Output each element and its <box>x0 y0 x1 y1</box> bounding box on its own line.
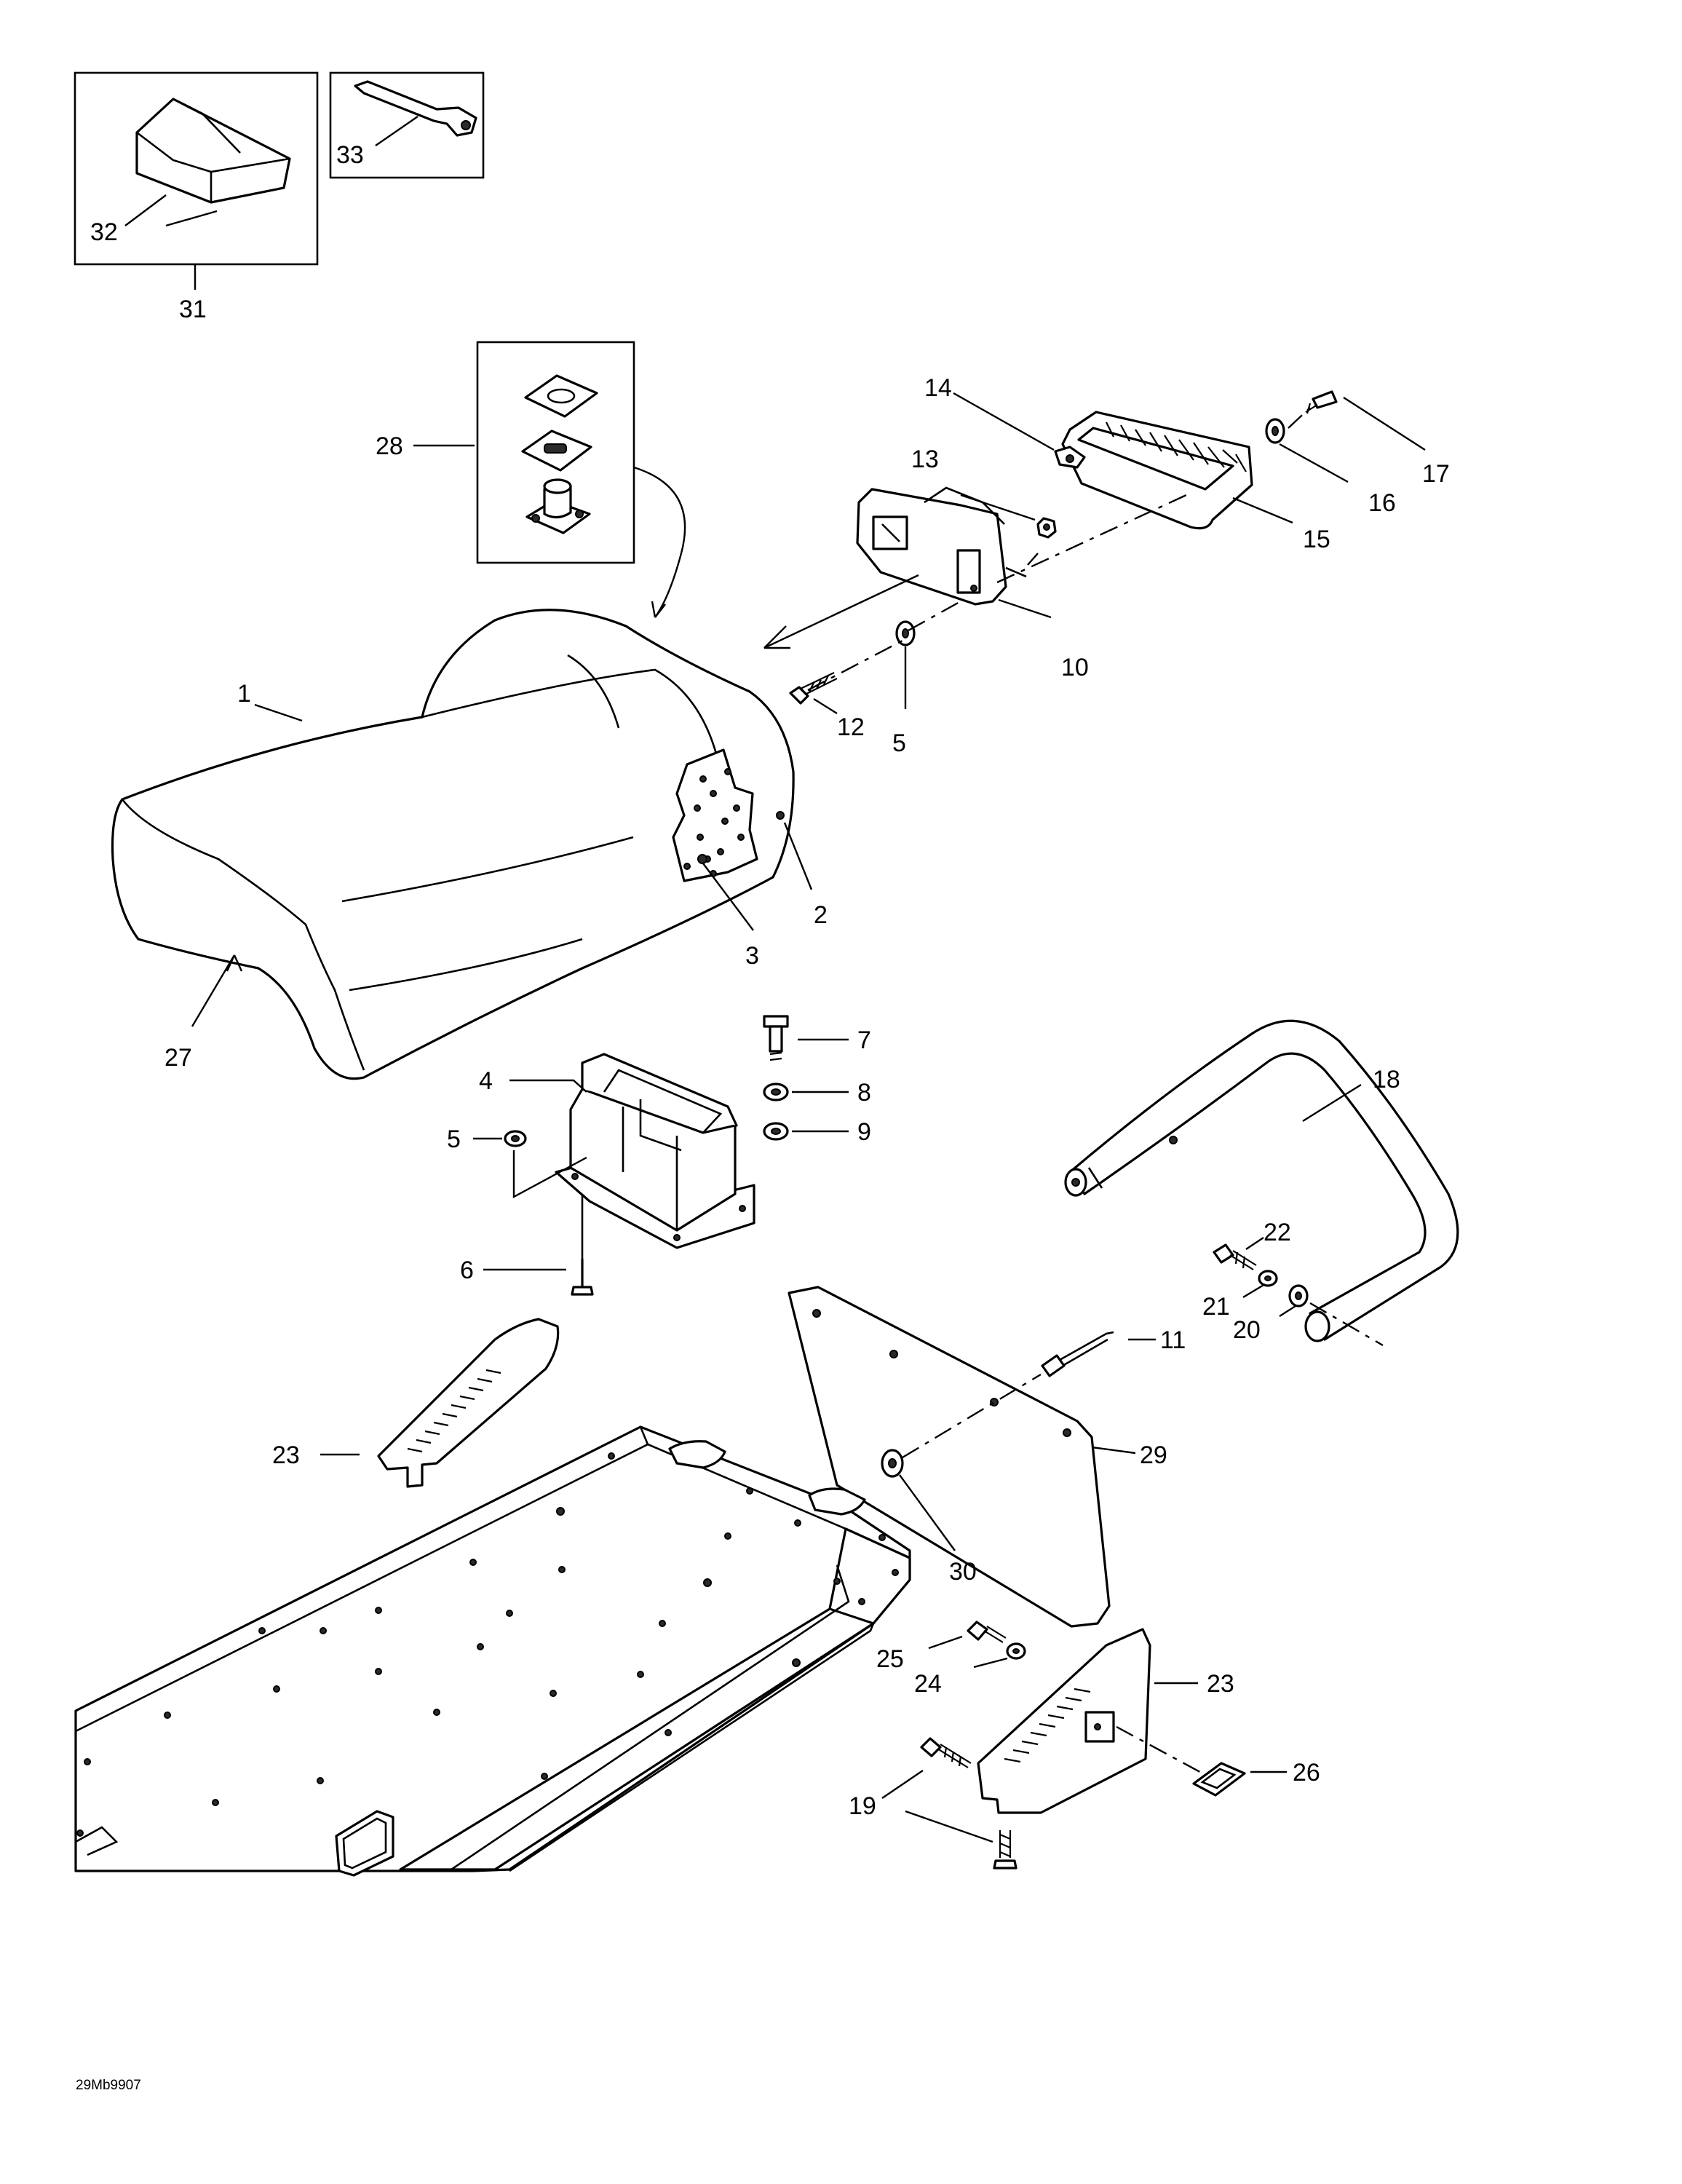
callout-23-left: 23 <box>272 1441 300 1469</box>
washer-part-16 <box>1265 418 1285 444</box>
callout-29: 29 <box>1140 1441 1167 1469</box>
side-cap-part-23-right <box>977 1628 1198 1814</box>
callout-7: 7 <box>857 1026 871 1054</box>
bolt-part-6 <box>571 1258 594 1296</box>
wrench-part-33 <box>354 80 477 137</box>
callout-20: 20 <box>1233 1316 1261 1344</box>
gasket-part-26 <box>1116 1725 1287 1797</box>
callout-22: 22 <box>1264 1219 1291 1246</box>
lens-texture <box>1106 422 1247 472</box>
screw-part-12 <box>789 672 838 705</box>
taillight-hardware <box>763 390 1426 715</box>
screw-part-17 <box>1305 390 1338 414</box>
callout-11: 11 <box>1160 1326 1186 1354</box>
seat-cover-kit-box <box>74 71 319 290</box>
callout-2: 2 <box>814 901 828 929</box>
callout-15: 15 <box>1303 526 1330 553</box>
bolt-part-22 <box>1213 1243 1257 1270</box>
callout-28: 28 <box>376 432 403 460</box>
cap-vents-right <box>1004 1688 1091 1763</box>
callout-18: 18 <box>1373 1066 1400 1093</box>
callout-25: 25 <box>876 1645 904 1673</box>
callout-8: 8 <box>857 1079 871 1107</box>
washer-part-20 <box>1288 1284 1309 1307</box>
taillight-lens-part-15 <box>1061 411 1253 530</box>
washer-part-24 <box>1006 1642 1026 1660</box>
cap-vents-left <box>407 1369 501 1453</box>
seat-bumper-kit-box <box>413 341 686 618</box>
callout-1: 1 <box>237 680 251 708</box>
nut-part-13 <box>1036 517 1057 539</box>
washer-part-5-upper <box>895 620 916 646</box>
box-part-4 <box>509 1053 755 1249</box>
callout-10: 10 <box>1061 654 1089 681</box>
seat-holes <box>683 768 745 877</box>
callout-labels: 32 31 33 28 14 13 17 16 15 10 12 5 1 2 3… <box>90 141 1450 1820</box>
bolt-part-7 <box>763 1015 789 1061</box>
grab-handle-part-18 <box>1064 1019 1459 1342</box>
screw-part-19-lower <box>993 1830 1017 1870</box>
screws-19-24-25 <box>881 1621 1026 1870</box>
bulb-socket-part-14 <box>1054 446 1086 469</box>
callout-5-lower: 5 <box>447 1125 461 1153</box>
callout-3: 3 <box>745 942 759 970</box>
callout-5-upper: 5 <box>892 729 906 757</box>
screw-part-25 <box>967 1621 1007 1643</box>
washer-part-21 <box>1258 1270 1278 1287</box>
tunnel <box>74 1425 911 1877</box>
callout-19: 19 <box>849 1792 876 1820</box>
seat-part-1 <box>111 609 813 1080</box>
callout-32: 32 <box>90 218 118 246</box>
tunnel-holes <box>76 1452 899 1837</box>
callout-24: 24 <box>914 1670 942 1698</box>
box-hardware <box>473 1015 849 1296</box>
washer-part-8 <box>763 1083 789 1101</box>
screw-part-19-upper <box>920 1737 972 1768</box>
callout-12: 12 <box>837 713 865 741</box>
nut-part-9 <box>763 1122 789 1141</box>
handle-hardware <box>1213 1237 1384 1347</box>
callout-27: 27 <box>164 1044 192 1072</box>
washer-part-5-lower <box>504 1130 527 1147</box>
side-cap-part-23-left <box>320 1318 560 1488</box>
callout-14: 14 <box>924 374 952 402</box>
rivet-part-11 <box>1041 1331 1156 1377</box>
washer-part-30 <box>881 1373 1042 1551</box>
callout-4: 4 <box>479 1067 493 1095</box>
taillight-housing-part-10 <box>856 486 1027 606</box>
figure-code: 29Mb9907 <box>76 2078 141 2093</box>
callout-33: 33 <box>336 141 364 169</box>
callout-17: 17 <box>1422 460 1450 488</box>
callout-30: 30 <box>949 1558 977 1586</box>
callout-16: 16 <box>1368 489 1396 517</box>
callout-13: 13 <box>911 446 939 473</box>
callout-26: 26 <box>1293 1759 1320 1787</box>
callout-23-right: 23 <box>1207 1670 1234 1698</box>
callout-31: 31 <box>179 296 207 323</box>
tool-kit-box <box>329 71 485 179</box>
callout-9: 9 <box>857 1118 871 1146</box>
seat-cover-part-32 <box>135 98 291 204</box>
callout-6: 6 <box>460 1257 474 1284</box>
callout-21: 21 <box>1202 1293 1230 1321</box>
